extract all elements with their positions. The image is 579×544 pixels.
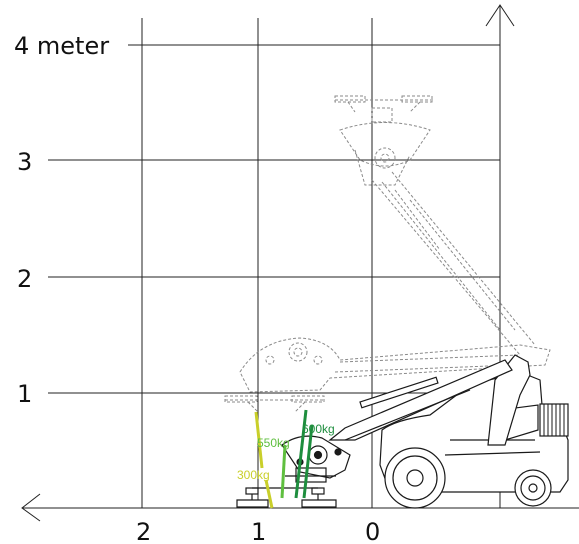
x-label-0: 0 xyxy=(365,518,380,544)
rear-wheel xyxy=(514,469,552,507)
machine-mast xyxy=(487,354,531,446)
suction-cup-right xyxy=(301,499,337,508)
left-arrow-icon xyxy=(21,493,41,522)
y-label-1: 1 xyxy=(17,380,32,408)
load-label-300kg: 300kg xyxy=(237,468,270,482)
x-label-2: 2 xyxy=(136,518,151,544)
ghost-arm-raised xyxy=(334,95,536,356)
load-line-600b xyxy=(302,424,314,499)
y-label-3: 3 xyxy=(17,148,32,176)
ghost-arm-horizontal xyxy=(224,337,551,413)
machine-boom xyxy=(328,359,513,441)
suction-cup-left xyxy=(236,499,269,508)
load-lines xyxy=(254,409,314,509)
load-line-550 xyxy=(280,444,287,499)
load-line-300a xyxy=(254,411,264,469)
front-wheel xyxy=(384,447,446,509)
lifting-machine xyxy=(236,354,569,509)
axis-arrows xyxy=(21,4,515,522)
y-label-2: 2 xyxy=(17,265,32,293)
load-line-600 xyxy=(294,409,308,499)
x-label-1: 1 xyxy=(251,518,266,544)
up-arrow-icon xyxy=(485,4,515,27)
load-label-600kg: 600kg xyxy=(302,422,335,436)
y-label-4: 4 meter xyxy=(14,32,109,60)
rear-grill xyxy=(539,403,569,437)
load-label-550kg: 550kg xyxy=(257,436,290,450)
load-line-300b xyxy=(264,479,274,509)
